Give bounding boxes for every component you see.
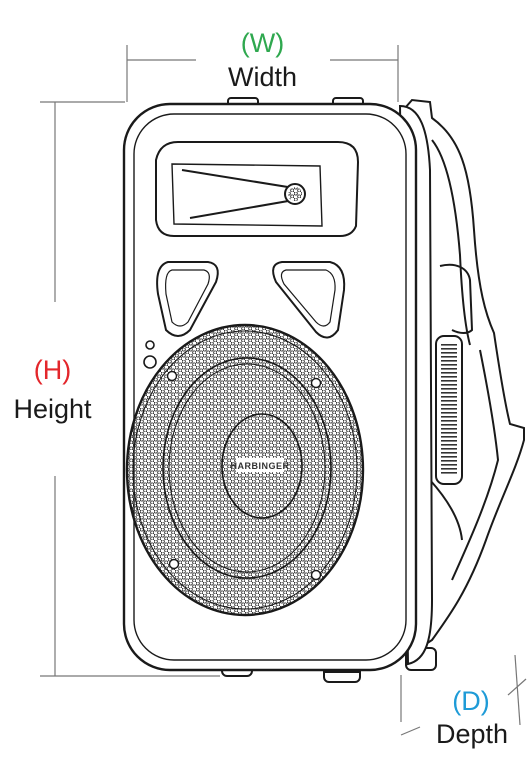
woofer-grille: HARBINGER bbox=[125, 323, 365, 617]
height-dimension-lines bbox=[40, 101, 220, 677]
width-dimension-lines bbox=[126, 45, 399, 102]
depth-label: Depth bbox=[435, 719, 509, 749]
status-led bbox=[143, 340, 157, 369]
height-code: (H) bbox=[33, 355, 72, 385]
width-code: (W) bbox=[240, 28, 285, 58]
depth-dimension-lines bbox=[400, 654, 527, 736]
tweeter-horn bbox=[155, 141, 360, 237]
speaker-rear-shell bbox=[403, 98, 525, 650]
height-label: Height bbox=[13, 394, 92, 424]
width-label: Width bbox=[227, 62, 298, 92]
grille-screws bbox=[166, 370, 322, 581]
depth-code: (D) bbox=[452, 686, 490, 716]
logo-text: HARBINGER bbox=[230, 461, 289, 471]
bass-ports bbox=[156, 261, 346, 339]
